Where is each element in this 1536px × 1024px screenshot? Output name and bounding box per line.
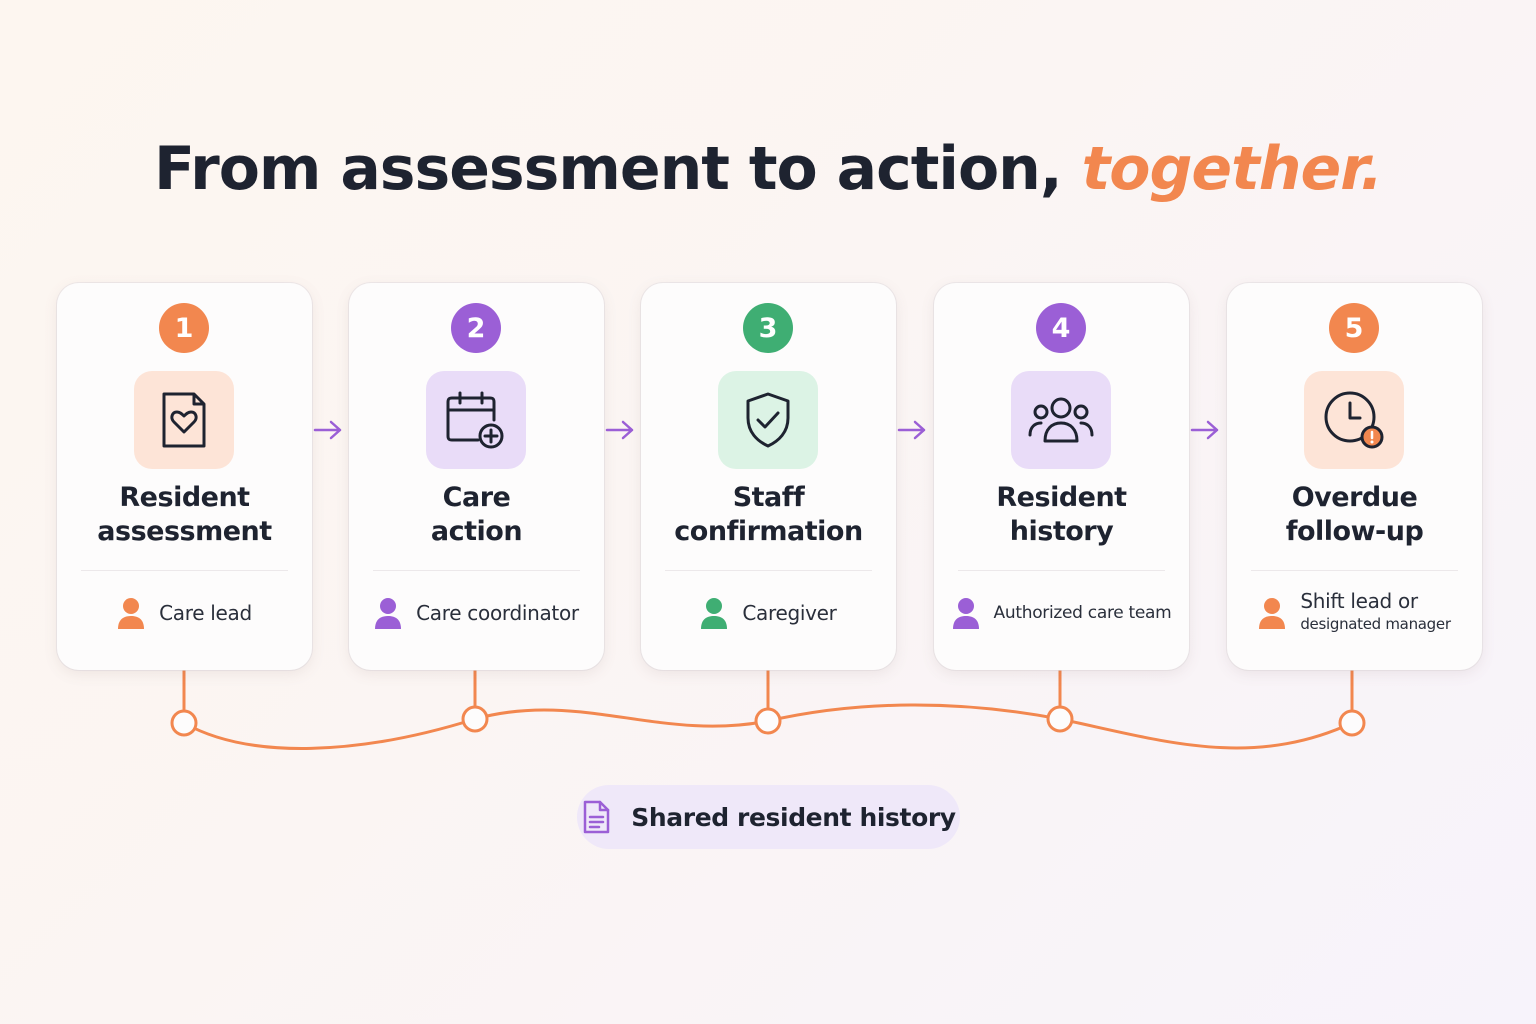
- role-row: Caregiver: [641, 583, 896, 643]
- icon-tile: [426, 371, 526, 469]
- icon-tile: [1304, 371, 1404, 469]
- timeline-node-2: [461, 705, 489, 733]
- icon-tile: [134, 371, 234, 469]
- arrow-right-icon: [313, 420, 342, 440]
- group-icon: [1028, 397, 1094, 443]
- role-label: Care coordinator: [416, 600, 579, 625]
- step-number-badge: 2: [451, 303, 501, 353]
- divider: [81, 570, 288, 571]
- step-number-badge: 1: [159, 303, 209, 353]
- calendar-plus-icon: [446, 391, 504, 449]
- title-main: From assessment to action,: [153, 134, 1063, 204]
- arrow-right-icon: [1190, 420, 1219, 440]
- role-row: Care lead: [57, 583, 312, 643]
- heart-document-icon: [162, 392, 206, 448]
- role-row: Authorized care team: [934, 583, 1189, 643]
- timeline-node-3: [754, 707, 782, 735]
- timeline-node-5: [1338, 709, 1366, 737]
- step-number-badge: 4: [1036, 303, 1086, 353]
- timeline-connector: [170, 670, 1366, 750]
- icon-tile: [1011, 371, 1111, 469]
- shared-history-label: Shared resident history: [631, 802, 956, 832]
- role-label: Caregiver: [742, 600, 837, 625]
- divider: [665, 570, 872, 571]
- document-icon: [584, 800, 610, 834]
- person-icon: [952, 598, 979, 629]
- shield-check-icon: [746, 392, 790, 448]
- arrow-right-icon: [605, 420, 634, 440]
- timeline-node-1: [170, 709, 198, 737]
- timeline-node-4: [1046, 705, 1074, 733]
- role-row: Care coordinator: [349, 583, 604, 643]
- person-icon: [118, 598, 145, 629]
- divider: [1251, 570, 1458, 571]
- title-accent: together.: [1081, 134, 1383, 204]
- step-number-badge: 3: [743, 303, 793, 353]
- clock-alert-icon: [1324, 391, 1384, 449]
- role-label: Care lead: [159, 600, 252, 625]
- person-icon: [1259, 598, 1286, 629]
- page-title: From assessment to action, together.: [0, 134, 1536, 204]
- shared-history-pill: Shared resident history: [577, 785, 960, 849]
- arrow-right-icon: [897, 420, 926, 440]
- person-icon: [701, 598, 728, 629]
- role-label: Authorized care team: [993, 602, 1172, 623]
- icon-tile: [718, 371, 818, 469]
- person-icon: [375, 598, 402, 629]
- divider: [958, 570, 1165, 571]
- step-number-badge: 5: [1329, 303, 1379, 353]
- divider: [373, 570, 580, 571]
